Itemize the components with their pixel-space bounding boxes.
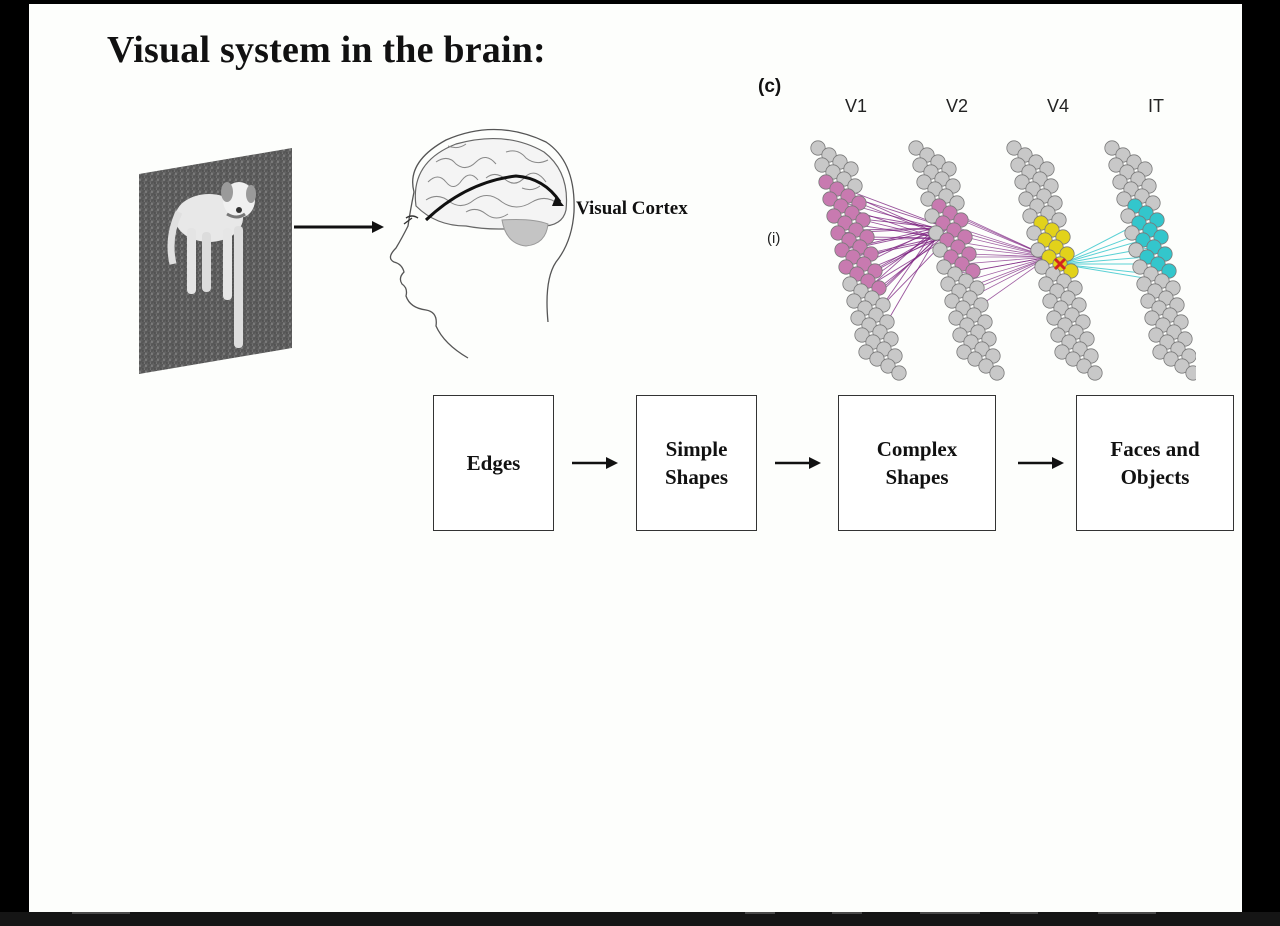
visual-cortex-label: Visual Cortex: [576, 198, 688, 220]
flow-arrow-2: [773, 453, 823, 473]
panel-label: (c): [758, 76, 781, 98]
it-neuron: [1186, 366, 1196, 380]
stage-simple-shapes: Simple Shapes: [636, 395, 757, 531]
row-label: (i): [767, 230, 780, 247]
area-label-it: IT: [1126, 96, 1186, 117]
stage-edges: Edges: [433, 395, 554, 531]
v4-neuron: [1088, 366, 1102, 380]
area-label-v4: V4: [1028, 96, 1088, 117]
flow-arrow-3: [1016, 453, 1066, 473]
slide-title: Visual system in the brain:: [107, 28, 546, 72]
v2-neuron: [990, 366, 1004, 380]
flow-arrow-1: [570, 453, 620, 473]
neuron-lattice-diagram: [806, 130, 1196, 390]
area-label-v2: V2: [927, 96, 987, 117]
dog-photo: [139, 148, 292, 374]
v1-neuron: [892, 366, 906, 380]
stage-complex-shapes: Complex Shapes: [838, 395, 996, 531]
head-brain-illustration: [376, 122, 586, 362]
video-progress-strip: [0, 912, 1280, 926]
stage-faces-and-objects: Faces and Objects: [1076, 395, 1234, 531]
photo-to-eye-arrow: [294, 216, 384, 238]
area-label-v1: V1: [826, 96, 886, 117]
